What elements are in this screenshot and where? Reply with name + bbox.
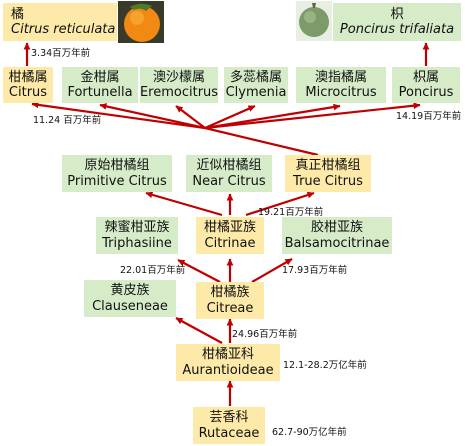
arrow-citrinae-true-citrus	[245, 191, 315, 217]
node-zh: 柑橘亚科	[201, 347, 254, 363]
node-zh: 柑橘属	[8, 69, 48, 85]
node-latin: True Citrus	[293, 173, 363, 189]
node-clauseneae: 黄皮族 Clauseneae	[84, 280, 176, 317]
arrow-citreae-triphasiinae	[177, 259, 221, 283]
node-zh: 金柑属	[80, 69, 120, 85]
node-zh: 橘	[11, 6, 25, 22]
node-zh: 澳指橘属	[314, 69, 367, 85]
node-poncirus-trifoliata: 枳 Poncirus trifaliata	[333, 3, 461, 41]
time-balsamocitrinae: 17.93百万年前	[282, 265, 348, 276]
arrow-hub-clymenia	[204, 104, 256, 130]
node-primitive-citrus: 原始柑橘组 Primitive Citrus	[62, 155, 172, 192]
node-true-citrus: 真正柑橘组 True Citrus	[285, 155, 371, 192]
node-zh: 柑橘族	[210, 285, 250, 301]
node-zh: 原始柑橘组	[84, 158, 150, 174]
node-triphasiinae: 辣蜜柑亚族 Triphasiine	[96, 217, 178, 254]
node-latin: Citrus	[8, 85, 48, 100]
node-citrinae: 柑橘亚族 Citrinae	[196, 217, 264, 254]
node-zh: 柑橘亚族	[203, 220, 256, 236]
time-aurantioideae: 12.1-28.2万亿年前	[283, 360, 367, 371]
node-zh: 多蕊橘属	[229, 69, 282, 85]
arrow-aurantioideae-clauseneae	[175, 317, 223, 344]
time-poncirus: 14.19百万年前	[396, 111, 462, 122]
node-latin: Rutaceae	[198, 425, 260, 441]
node-latin: Clauseneae	[92, 298, 168, 314]
node-microcitrus: 澳指橘属 Microcitrus	[296, 67, 386, 103]
arrow-hub-microcitrus	[204, 103, 341, 130]
node-latin: Poncirus	[398, 85, 454, 100]
node-zh: 近似柑橘组	[196, 158, 262, 174]
node-aurantioideae: 柑橘亚科 Aurantioideae	[176, 344, 280, 381]
node-latin: Aurantioideae	[182, 362, 274, 378]
arrow-hub-eremocitrus	[175, 105, 206, 129]
orange-fruit-image	[118, 1, 164, 43]
node-zh: 真正柑橘组	[295, 158, 361, 174]
node-latin: Triphasiine	[102, 235, 172, 251]
node-latin: Primitive Citrus	[67, 173, 167, 189]
time-triphasiinae: 22.01百万年前	[120, 265, 186, 276]
node-zh: 芸香科	[209, 410, 249, 426]
arrow-citrinae-primitive-citrus	[145, 191, 223, 217]
node-clymenia: 多蕊橘属 Clymenia	[224, 67, 288, 103]
arrow-true-citrus-hub	[204, 126, 319, 157]
node-latin: Citreae	[206, 300, 254, 316]
time-citreae: 24.96百万年前	[232, 329, 298, 340]
node-zh: 黄皮族	[110, 283, 150, 299]
node-latin: Microcitrus	[305, 85, 377, 100]
node-fortunella: 金柑属 Fortunella	[62, 67, 138, 103]
node-citrus: 柑橘属 Citrus	[3, 67, 53, 103]
node-latin: Citrus reticulata	[11, 22, 116, 37]
node-latin: Balsamocitrinae	[284, 235, 390, 251]
node-eremocitrus: 澳沙檬属 Eremocitrus	[140, 67, 218, 103]
node-latin: Citrinae	[204, 235, 256, 251]
node-citreae: 柑橘族 Citreae	[196, 282, 264, 319]
node-poncirus: 枳属 Poncirus	[392, 67, 460, 103]
arrow-hub-citrus	[31, 101, 206, 130]
node-zh: 澳沙檬属	[152, 69, 205, 85]
node-latin: Near Citrus	[192, 173, 266, 189]
node-zh: 枳	[390, 6, 404, 22]
time-citrus-reticulata: 3.34百万年前	[31, 48, 91, 59]
node-zh: 胶柑亚族	[310, 220, 363, 236]
time-citrus: 11.24 百万年前	[33, 115, 102, 126]
node-zh: 枳属	[412, 69, 439, 85]
node-near-citrus: 近似柑橘组 Near Citrus	[186, 155, 272, 192]
node-latin: Eremocitrus	[139, 85, 219, 100]
node-rutaceae: 芸香科 Rutaceae	[193, 407, 265, 444]
time-true-citrus: 19.21百万年前	[258, 207, 324, 218]
node-balsamocitrinae: 胶柑亚族 Balsamocitrinae	[282, 217, 392, 254]
arrow-citreae-balsamocitrinae	[251, 258, 293, 283]
arrow-hub-poncirus	[204, 102, 421, 130]
node-citrus-reticulata: 橘 Citrus reticulata	[3, 3, 117, 41]
time-rutaceae: 62.7-90万亿年前	[272, 427, 347, 438]
node-zh: 辣蜜柑亚族	[104, 220, 170, 236]
node-latin: Fortunella	[67, 85, 133, 100]
node-latin: Clymenia	[225, 85, 287, 100]
node-latin: Poncirus trifaliata	[339, 22, 455, 37]
arrow-hub-fortunella	[99, 103, 206, 130]
poncirus-fruit-image	[296, 1, 332, 41]
